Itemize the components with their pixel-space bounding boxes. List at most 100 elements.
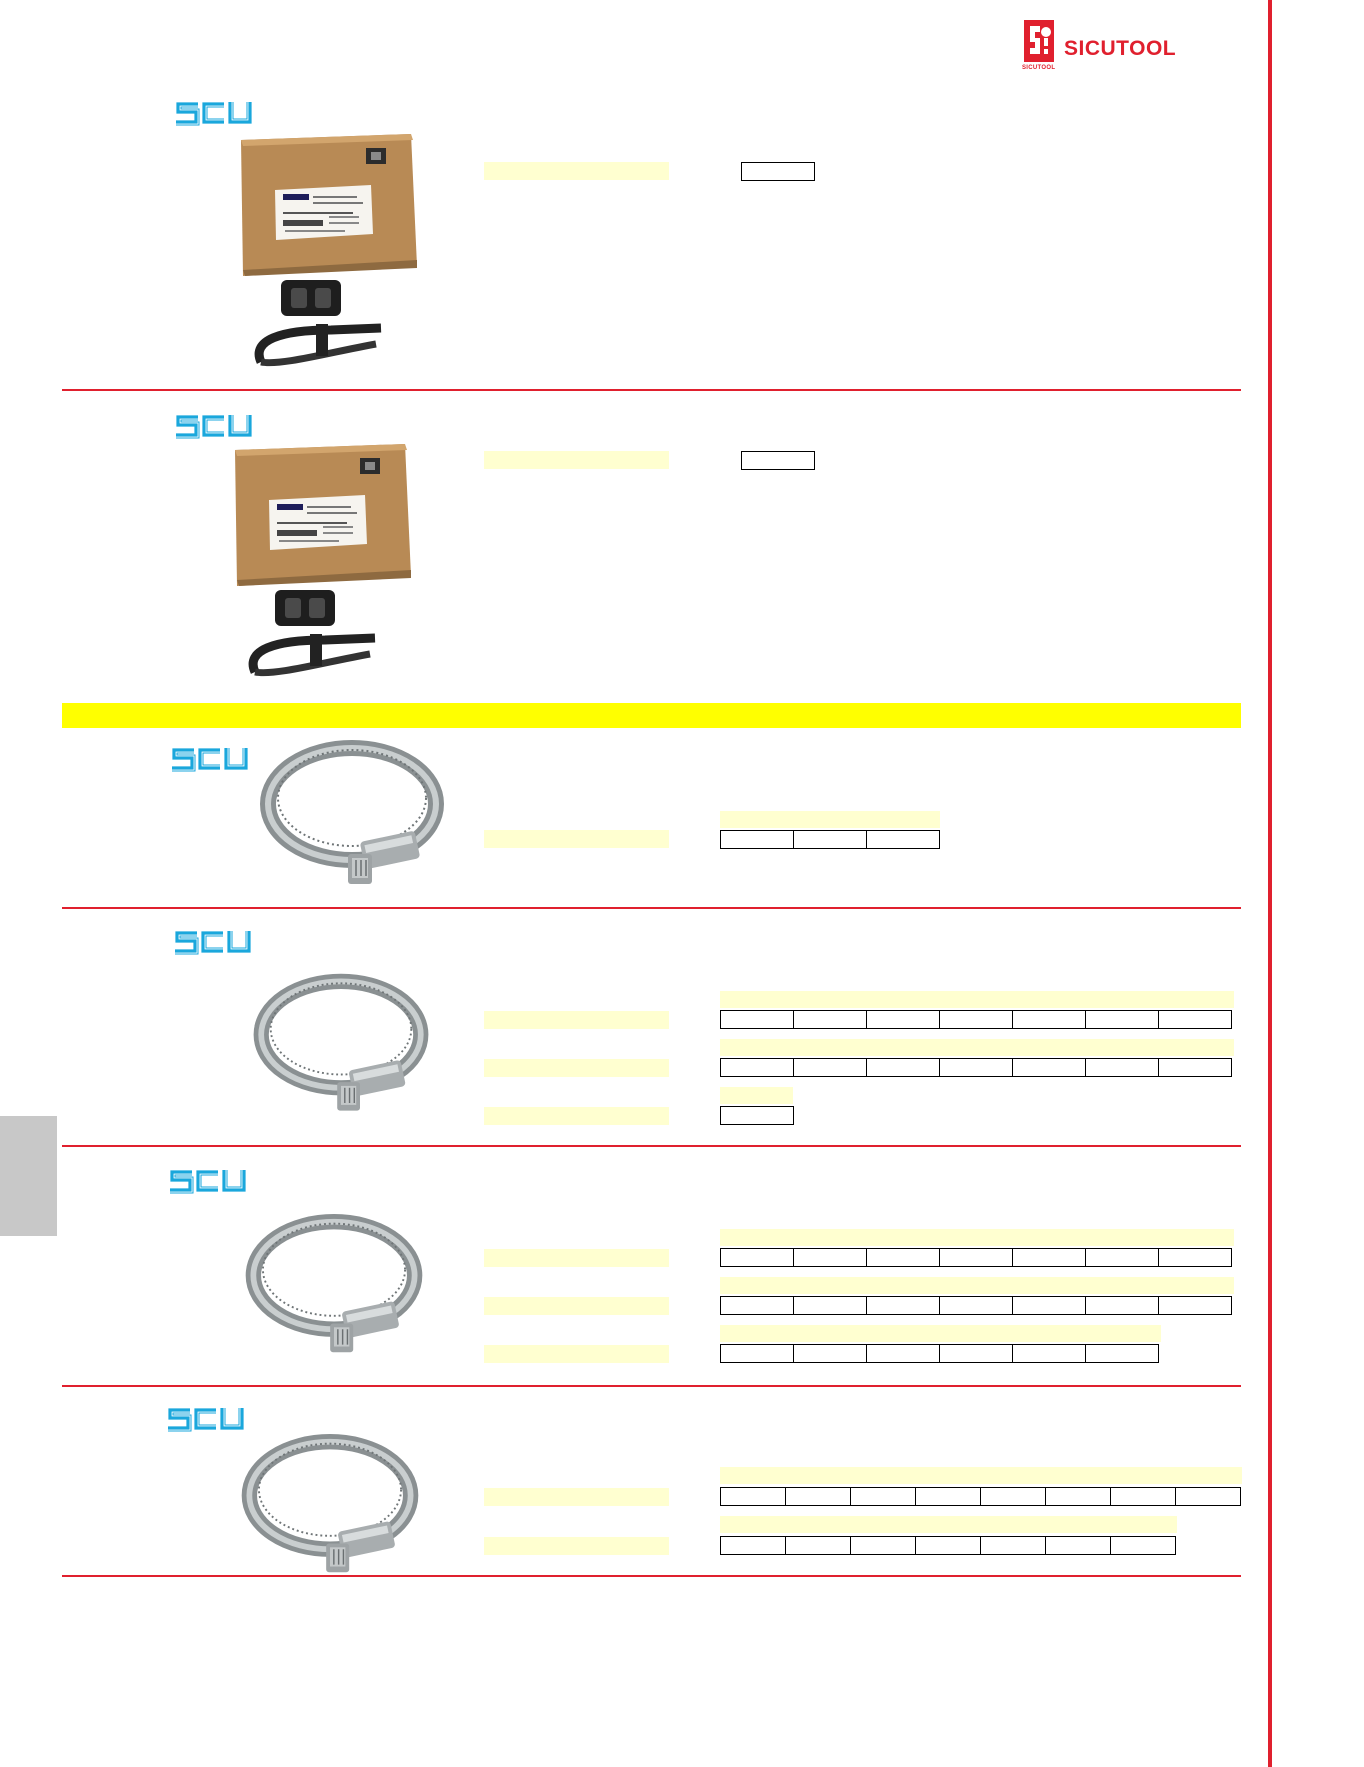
table-cell — [850, 1487, 916, 1506]
section-divider — [62, 1575, 1241, 1577]
table-header-band — [720, 1087, 793, 1104]
table-cell — [1175, 1487, 1241, 1506]
section-divider — [62, 907, 1241, 909]
table-cell — [1012, 1058, 1086, 1077]
brand-subtitle: SICUTOOL — [1022, 65, 1056, 71]
spec-value-table — [720, 830, 940, 849]
table-cell — [1158, 1248, 1232, 1267]
table-header-band — [720, 1467, 1242, 1484]
table-cell — [939, 1010, 1013, 1029]
table-cell — [1085, 1344, 1159, 1363]
table-cell — [785, 1536, 851, 1555]
table-cell — [1045, 1536, 1111, 1555]
spec-value-table — [720, 1058, 1232, 1077]
sicutool-logo: SICUTOOL SICUTOOL — [1022, 20, 1177, 71]
spec-label-cell — [484, 1537, 669, 1555]
spec-value-table — [720, 1487, 1241, 1506]
scu-brand-logo — [170, 746, 250, 772]
table-cell — [866, 1058, 940, 1077]
table-header-band — [720, 1277, 1234, 1294]
table-cell — [793, 1010, 867, 1029]
brand-name: SICUTOOL — [1064, 37, 1177, 60]
spec-label-cell — [484, 162, 669, 180]
table-cell — [793, 1344, 867, 1363]
table-header-band — [720, 991, 1234, 1008]
table-cell — [1085, 1248, 1159, 1267]
hose-clamp-image — [234, 1430, 426, 1584]
table-cell — [720, 1536, 786, 1555]
spec-value-table — [720, 1106, 794, 1125]
spec-value-table — [720, 1344, 1159, 1363]
table-header-band — [720, 1039, 1234, 1056]
table-cell — [720, 1296, 794, 1315]
table-cell — [1085, 1058, 1159, 1077]
table-cell — [720, 1248, 794, 1267]
section-divider — [62, 1385, 1241, 1387]
table-cell — [850, 1536, 916, 1555]
table-row — [720, 830, 940, 849]
table-cell — [1085, 1296, 1159, 1315]
table-cell — [720, 1344, 794, 1363]
table-cell — [793, 830, 867, 849]
table-row — [741, 162, 815, 181]
table-cell — [741, 451, 815, 470]
table-cell — [1110, 1536, 1176, 1555]
hose-clamp-image — [252, 736, 452, 896]
spec-value-table — [741, 162, 815, 181]
table-cell — [939, 1248, 1013, 1267]
spec-value-table — [720, 1010, 1232, 1029]
category-header-bar — [62, 703, 1241, 728]
table-cell — [1045, 1487, 1111, 1506]
table-cell — [939, 1344, 1013, 1363]
spec-label-cell — [484, 1488, 669, 1506]
table-cell — [720, 1058, 794, 1077]
table-cell — [1012, 1344, 1086, 1363]
table-cell — [915, 1536, 981, 1555]
table-cell — [1110, 1487, 1176, 1506]
hose-clamp-image — [246, 970, 436, 1122]
table-cell — [720, 1487, 786, 1506]
spec-label-cell — [484, 1249, 669, 1267]
vari-tie-kit-image — [212, 440, 418, 690]
vari-tie-kit-image — [218, 130, 424, 380]
spec-value-table — [720, 1536, 1176, 1555]
table-cell — [793, 1296, 867, 1315]
table-row — [720, 1344, 1159, 1363]
table-row — [720, 1106, 794, 1125]
table-cell — [1012, 1010, 1086, 1029]
section-divider — [62, 389, 1241, 391]
spec-value-table — [741, 451, 815, 470]
table-cell — [866, 830, 940, 849]
table-cell — [866, 1248, 940, 1267]
table-cell — [1158, 1296, 1232, 1315]
side-section-tab[interactable] — [0, 1116, 57, 1236]
table-header-band — [720, 1516, 1177, 1533]
table-cell — [1012, 1296, 1086, 1315]
section-divider — [62, 1145, 1241, 1147]
table-cell — [939, 1058, 1013, 1077]
sicutool-logo-icon — [1024, 20, 1054, 62]
spec-label-cell — [484, 1011, 669, 1029]
hose-clamp-image — [238, 1210, 430, 1364]
scu-brand-logo — [166, 1406, 246, 1432]
table-cell — [720, 830, 794, 849]
table-cell — [793, 1248, 867, 1267]
table-cell — [720, 1010, 794, 1029]
table-cell — [866, 1296, 940, 1315]
spec-label-cell — [484, 1059, 669, 1077]
table-cell — [980, 1487, 1046, 1506]
table-header-band — [720, 811, 940, 828]
scu-brand-logo — [174, 413, 254, 439]
table-row — [720, 1248, 1232, 1267]
table-header-band — [720, 1229, 1234, 1246]
spec-value-table — [720, 1296, 1232, 1315]
table-cell — [866, 1344, 940, 1363]
scu-brand-logo — [168, 1168, 248, 1194]
table-cell — [1158, 1058, 1232, 1077]
table-cell — [866, 1010, 940, 1029]
table-cell — [915, 1487, 981, 1506]
table-header-band — [720, 1325, 1161, 1342]
scu-brand-logo — [173, 929, 253, 955]
table-row — [720, 1010, 1232, 1029]
table-cell — [785, 1487, 851, 1506]
